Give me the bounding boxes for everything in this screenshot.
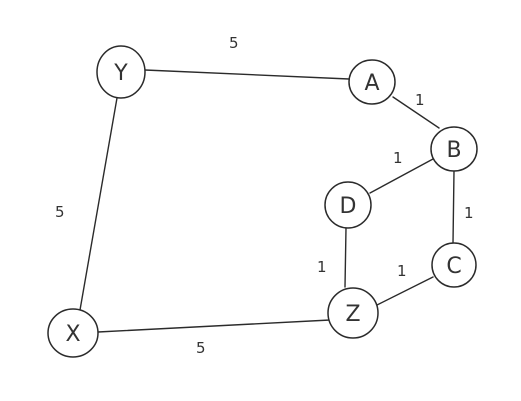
weight-d-z: 1 [317, 258, 327, 276]
nodes: Y A B D C Z X [47, 45, 478, 358]
node-x-label: X [65, 322, 80, 347]
node-c-label: C [446, 254, 461, 279]
weight-c-z: 1 [397, 262, 407, 280]
node-b-label: B [446, 138, 461, 163]
edge-x-z [97, 319, 331, 333]
node-d-label: D [340, 194, 357, 219]
node-x[interactable]: X [47, 308, 99, 358]
edge-weights: 5 1 1 1 1 1 5 5 [55, 34, 474, 357]
edge-d-z [344, 227, 347, 288]
edge-b-d [369, 158, 434, 194]
edge-y-x [79, 97, 118, 311]
edge-b-c [452, 170, 455, 244]
edge-a-b [392, 96, 440, 129]
node-z-label: Z [345, 302, 360, 327]
node-b[interactable]: B [430, 126, 478, 172]
weight-a-b: 1 [415, 91, 425, 109]
node-d[interactable]: D [324, 181, 372, 229]
edges [79, 69, 455, 333]
node-y[interactable]: Y [96, 45, 146, 99]
node-y-label: Y [113, 61, 128, 86]
node-a[interactable]: A [348, 59, 396, 105]
node-a-label: A [364, 71, 379, 96]
node-c[interactable]: C [431, 242, 477, 288]
edge-c-z [376, 276, 434, 306]
weight-y-a: 5 [229, 34, 239, 52]
weight-x-z: 5 [196, 339, 206, 357]
edge-y-a [144, 69, 350, 80]
weight-b-c: 1 [464, 204, 474, 222]
weight-b-d: 1 [393, 149, 403, 167]
weight-y-x: 5 [55, 203, 65, 221]
node-z[interactable]: Z [327, 287, 379, 339]
